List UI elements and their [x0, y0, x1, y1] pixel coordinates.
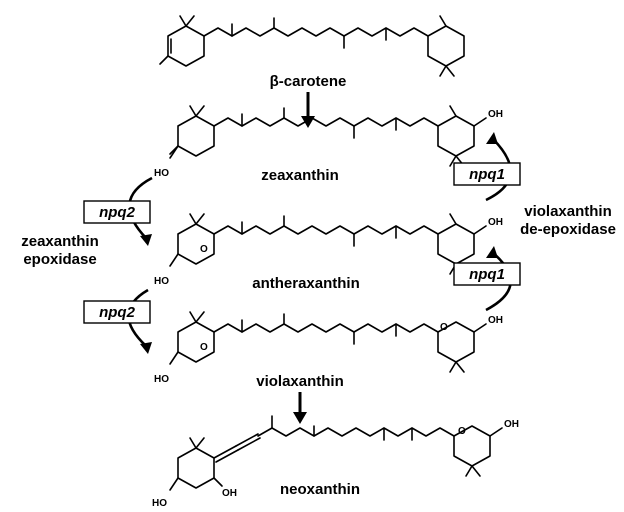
arrowhead	[140, 234, 152, 246]
enzyme-left-line2: epoxidase	[23, 251, 96, 268]
violaxanthin-label: violaxanthin	[256, 373, 344, 390]
gene-box-npq2-bottom: npq2	[83, 300, 151, 324]
zeaxanthin-oh: OH	[488, 109, 503, 120]
arrowhead	[486, 246, 498, 258]
enzyme-right-line1: violaxanthin	[524, 203, 612, 220]
gene-label: npq1	[469, 266, 505, 283]
gene-label: npq2	[99, 304, 135, 321]
neoxanthin-ho: HO	[152, 498, 167, 509]
antheraxanthin-epoxide-o: O	[200, 244, 208, 255]
antheraxanthin-structure	[169, 213, 487, 275]
antheraxanthin-oh: OH	[488, 217, 503, 228]
arrowhead	[486, 132, 498, 144]
gene-box-npq1-bottom: npq1	[453, 262, 521, 286]
violaxanthin-oh: OH	[488, 315, 503, 326]
violaxanthin-epoxide-o-right: O	[440, 322, 448, 333]
violaxanthin-epoxide-o-left: O	[200, 342, 208, 353]
zeaxanthin-structure	[169, 105, 487, 167]
beta-carotene-structure	[159, 15, 465, 77]
gene-label: npq1	[469, 166, 505, 183]
violaxanthin-ho: HO	[154, 374, 169, 385]
zeaxanthin-ho: HO	[154, 168, 169, 179]
beta-carotene-label: β-carotene	[270, 73, 347, 90]
arrowhead	[293, 412, 307, 424]
neoxanthin-epoxide-o: O	[458, 426, 466, 437]
enzyme-right-line2: de-epoxidase	[520, 221, 616, 238]
neoxanthin-label: neoxanthin	[280, 481, 360, 498]
gene-box-npq2-top: npq2	[83, 200, 151, 224]
antheraxanthin-label: antheraxanthin	[252, 275, 360, 292]
neoxanthin-oh-right: OH	[504, 419, 519, 430]
arrowhead	[140, 342, 152, 354]
antheraxanthin-ho: HO	[154, 276, 169, 287]
gene-box-npq1-top: npq1	[453, 162, 521, 186]
violaxanthin-structure	[169, 311, 487, 373]
enzyme-left-line1: zeaxanthin	[21, 233, 99, 250]
zeaxanthin-label: zeaxanthin	[261, 167, 339, 184]
neoxanthin-structure	[169, 415, 503, 491]
gene-label: npq2	[99, 204, 135, 221]
neoxanthin-oh-left: OH	[222, 488, 237, 499]
